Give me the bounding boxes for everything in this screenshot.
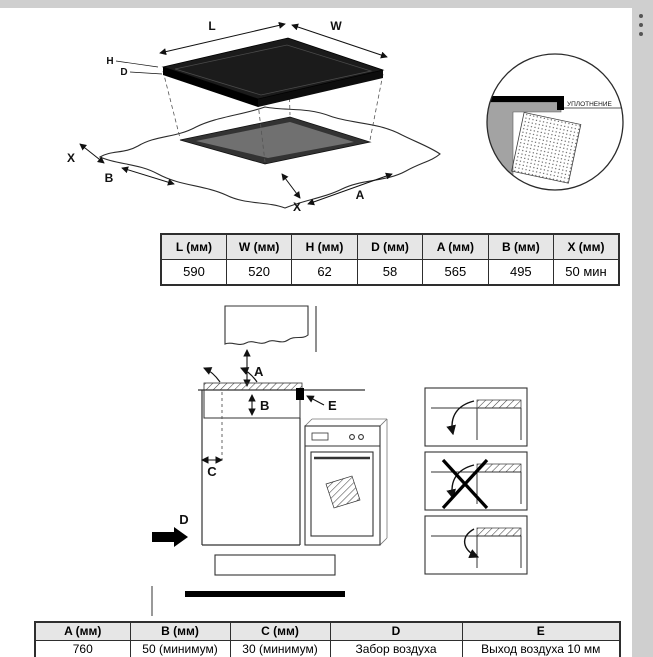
cross-out-mark xyxy=(441,458,489,510)
dim-e-arrow xyxy=(306,395,325,406)
table2-header: A (мм) xyxy=(34,621,131,641)
table1-header: H (мм) xyxy=(291,233,358,260)
table1-header: X (мм) xyxy=(553,233,620,260)
oven xyxy=(304,418,388,546)
table1-value: 62 xyxy=(291,258,358,286)
table1-header: A (мм) xyxy=(422,233,489,260)
installation-dimensions-diagram: L W H D X B A X УПЛОТНЕНИЕ xyxy=(67,19,624,214)
table2-value: 30 (минимум) xyxy=(229,639,331,657)
oven-knob xyxy=(349,434,355,440)
floor-line xyxy=(185,591,345,597)
hood-above xyxy=(224,305,317,352)
hob-edge-profile xyxy=(487,96,564,110)
seal-gasket xyxy=(511,111,582,184)
table1-header: B (мм) xyxy=(487,233,555,260)
dim-label-a2: A xyxy=(254,364,264,379)
oven-knob xyxy=(358,434,364,440)
more-options-icon[interactable] xyxy=(636,14,646,36)
dim-label-d: D xyxy=(120,67,127,78)
dim-label-c2: C xyxy=(207,464,217,479)
table1-value: 495 xyxy=(487,258,555,286)
seal-label: УПЛОТНЕНИЕ xyxy=(567,101,612,108)
table1-value: 50 мин xyxy=(553,258,620,286)
dimensions-table-header-row: L (мм) W (мм) H (мм) D (мм) A (мм) B (мм… xyxy=(160,233,620,260)
cooktop-top-view xyxy=(161,37,385,107)
countertop-cutout xyxy=(98,106,441,209)
counter-and-hob-section xyxy=(198,367,365,419)
dim-label-a: A xyxy=(356,188,365,202)
dimensions-table-value-row: 590 520 62 58 565 495 50 мин xyxy=(160,258,620,286)
table2-header: E xyxy=(461,621,621,641)
table2-value: 760 xyxy=(34,639,131,657)
table2-value: 50 (минимум) xyxy=(129,639,231,657)
table1-header: W (мм) xyxy=(225,233,293,260)
dim-label-h: H xyxy=(106,56,113,67)
air-outlet-slot xyxy=(296,388,304,400)
seal-detail-callout: УПЛОТНЕНИЕ xyxy=(486,53,624,191)
table2-value: Забор воздуха xyxy=(329,639,463,657)
table1-header: D (мм) xyxy=(356,233,424,260)
dimension-arrows xyxy=(79,21,393,206)
dim-label-x-bottom: X xyxy=(293,200,301,214)
clearance-table-value-row: 760 50 (минимум) 30 (минимум) Забор возд… xyxy=(34,639,621,657)
airflow-detail-box-alt xyxy=(424,515,528,575)
dim-label-d2: D xyxy=(179,512,188,527)
table2-value: Выход воздуха 10 мм xyxy=(461,639,621,657)
dim-label-b: B xyxy=(105,171,114,185)
table1-value: 590 xyxy=(160,258,227,286)
table2-header: C (мм) xyxy=(229,621,331,641)
table1-header: L (мм) xyxy=(160,233,227,260)
plinth xyxy=(214,554,336,576)
dim-label-b2: B xyxy=(260,398,269,413)
table2-header: B (мм) xyxy=(129,621,231,641)
airflow-detail-box-correct xyxy=(424,387,528,447)
ventilation-clearance-diagram: A B E C D xyxy=(151,305,528,616)
table1-value: 58 xyxy=(356,258,424,286)
dim-label-w: W xyxy=(330,19,342,33)
air-intake-arrow xyxy=(152,527,188,547)
oven-vent-grille xyxy=(325,475,361,509)
dimensions-table: L (мм) W (мм) H (мм) D (мм) A (мм) B (мм… xyxy=(160,233,620,286)
table2-header: D xyxy=(329,621,463,641)
clearance-table: A (мм) B (мм) C (мм) D E 760 50 (минимум… xyxy=(34,621,621,657)
oven-display xyxy=(311,432,329,441)
table1-value: 565 xyxy=(422,258,489,286)
dim-label-l: L xyxy=(208,19,215,33)
dim-label-e2: E xyxy=(328,398,337,413)
table1-value: 520 xyxy=(225,258,293,286)
dim-label-x-left: X xyxy=(67,151,75,165)
oven-door xyxy=(310,451,374,537)
cabinet-section xyxy=(201,390,301,546)
clearance-table-header-row: A (мм) B (мм) C (мм) D E xyxy=(34,621,621,641)
airflow-detail-box-wrong xyxy=(424,451,528,511)
